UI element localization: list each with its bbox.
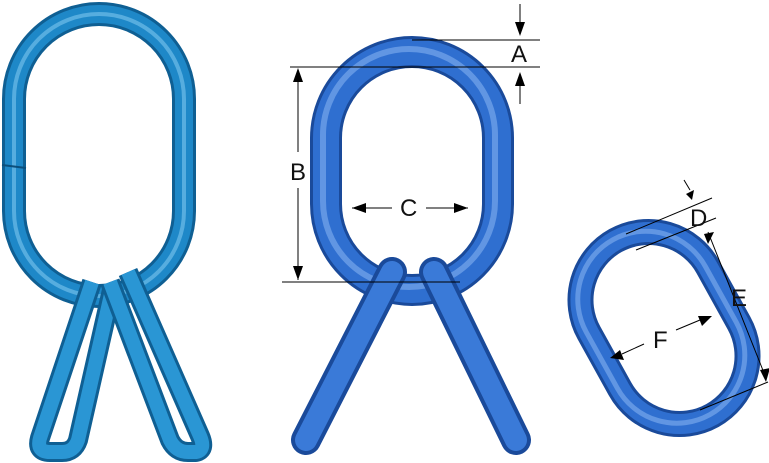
dimension-e: E bbox=[699, 231, 769, 411]
dimension-b: B bbox=[282, 68, 460, 283]
oval-link-icon bbox=[567, 219, 761, 437]
dimension-a: A bbox=[290, 4, 540, 104]
label-e: E bbox=[731, 285, 747, 312]
photo-sub-link-left bbox=[29, 278, 122, 462]
label-b: B bbox=[290, 159, 306, 186]
label-c: C bbox=[400, 195, 417, 222]
master-link-assembly-icon bbox=[291, 36, 531, 455]
label-d: D bbox=[690, 205, 707, 232]
dimension-d: D bbox=[625, 179, 717, 251]
master-link-photo-icon bbox=[1, 2, 213, 462]
dimension-c: C bbox=[352, 195, 468, 222]
dimension-f: F bbox=[610, 316, 712, 360]
render-leg-left bbox=[291, 257, 407, 455]
label-a: A bbox=[511, 41, 527, 68]
render-leg-right bbox=[419, 257, 531, 455]
photo-sub-link-right bbox=[100, 267, 213, 462]
label-f: F bbox=[653, 327, 668, 354]
